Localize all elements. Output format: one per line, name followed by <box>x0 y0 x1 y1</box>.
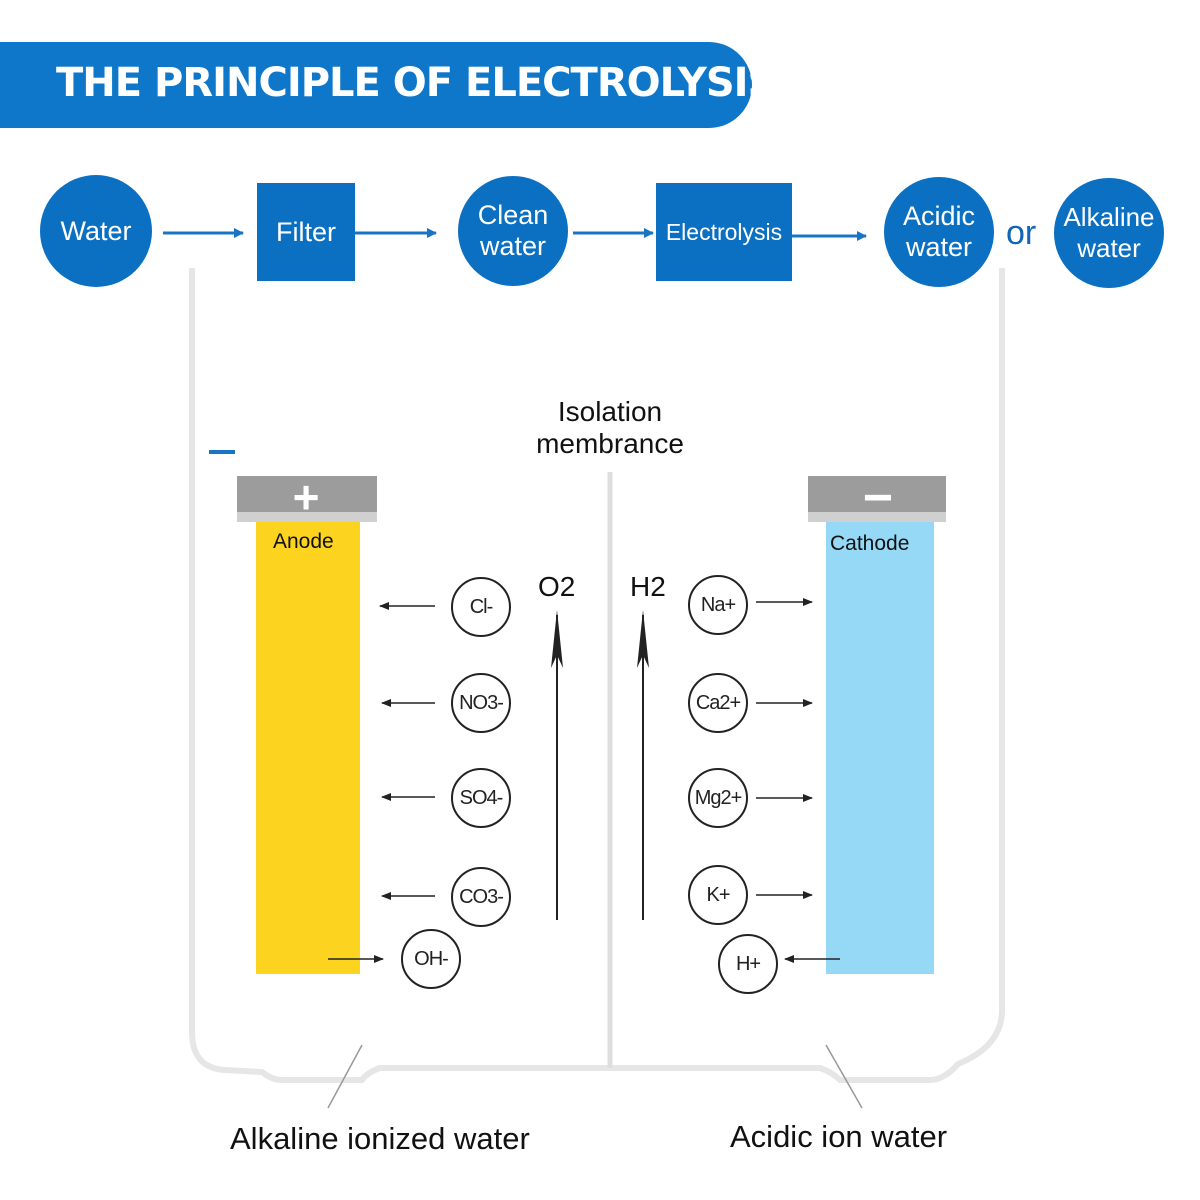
flow-node-clean-water-label: Clean water <box>478 200 549 262</box>
tank-outline <box>189 268 1005 1083</box>
o2-arrow-head <box>551 610 563 668</box>
flow-node-electrolysis: Electrolysis <box>656 183 792 281</box>
ion-na: Na+ <box>688 575 748 635</box>
membrane-label-line2: membrance <box>536 428 684 459</box>
acidic-line2: water <box>905 232 973 262</box>
anode-plus-sign: + <box>292 471 320 523</box>
title-banner <box>0 42 752 128</box>
cathode-electrode <box>826 520 934 974</box>
cathode-ion-arrows <box>756 598 840 963</box>
flow-node-filter-label: Filter <box>276 216 336 247</box>
flow-or-text: or <box>1006 214 1037 252</box>
flow-arrows <box>163 228 867 241</box>
ion-no3: NO3- <box>451 673 511 733</box>
ion-mg2: Mg2+ <box>688 768 748 828</box>
ion-k: K+ <box>688 865 748 925</box>
flow-node-electrolysis-label: Electrolysis <box>665 218 783 245</box>
flow-node-alkaline-water-label: Alkaline water <box>1063 202 1154 264</box>
flow-node-water-label: Water <box>60 215 132 246</box>
alkaline-line2: water <box>1077 233 1141 263</box>
alkaline-line1: Alkaline <box>1063 202 1155 232</box>
cathode-minus-sign: − <box>862 469 894 527</box>
clean-water-line1: Clean <box>477 200 549 230</box>
page-title: THE PRINCIPLE OF ELECTROLYSIS <box>56 60 776 106</box>
ion-oh: OH- <box>401 929 461 989</box>
membrane-label: Isolation membrance <box>508 396 712 460</box>
right-output-leader <box>825 1044 863 1109</box>
o2-label: O2 <box>538 571 576 602</box>
anode-label: Anode <box>273 530 334 553</box>
ion-co3: CO3- <box>451 867 511 927</box>
flow-node-alkaline-water: Alkaline water <box>1054 178 1164 288</box>
left-output-label: Alkaline ionized water <box>230 1121 530 1156</box>
clean-water-line2: water <box>479 231 546 261</box>
acidic-line1: Acidic <box>902 201 976 231</box>
membrane-label-line1: Isolation <box>557 396 663 427</box>
cathode-label: Cathode <box>830 532 910 555</box>
flow-node-acidic-water-label: Acidic water <box>903 201 975 263</box>
left-output-leader <box>327 1044 363 1109</box>
ion-cl: Cl- <box>451 577 511 637</box>
cathode-cap-bottom <box>808 512 946 522</box>
h2-arrow-head <box>637 610 649 668</box>
flow-node-water: Water <box>40 175 152 287</box>
ion-so4: SO4- <box>451 768 511 828</box>
flow-node-filter: Filter <box>257 183 355 281</box>
anode-ion-arrows <box>328 602 435 963</box>
flow-node-acidic-water: Acidic water <box>884 177 994 287</box>
ion-ca2: Ca2+ <box>688 673 748 733</box>
anode-cap-bottom <box>237 512 377 522</box>
h2-label: H2 <box>630 571 666 602</box>
anode-electrode <box>256 520 360 974</box>
ion-h: H+ <box>718 934 778 994</box>
right-output-label: Acidic ion water <box>730 1119 948 1154</box>
flow-node-clean-water: Clean water <box>458 176 568 286</box>
